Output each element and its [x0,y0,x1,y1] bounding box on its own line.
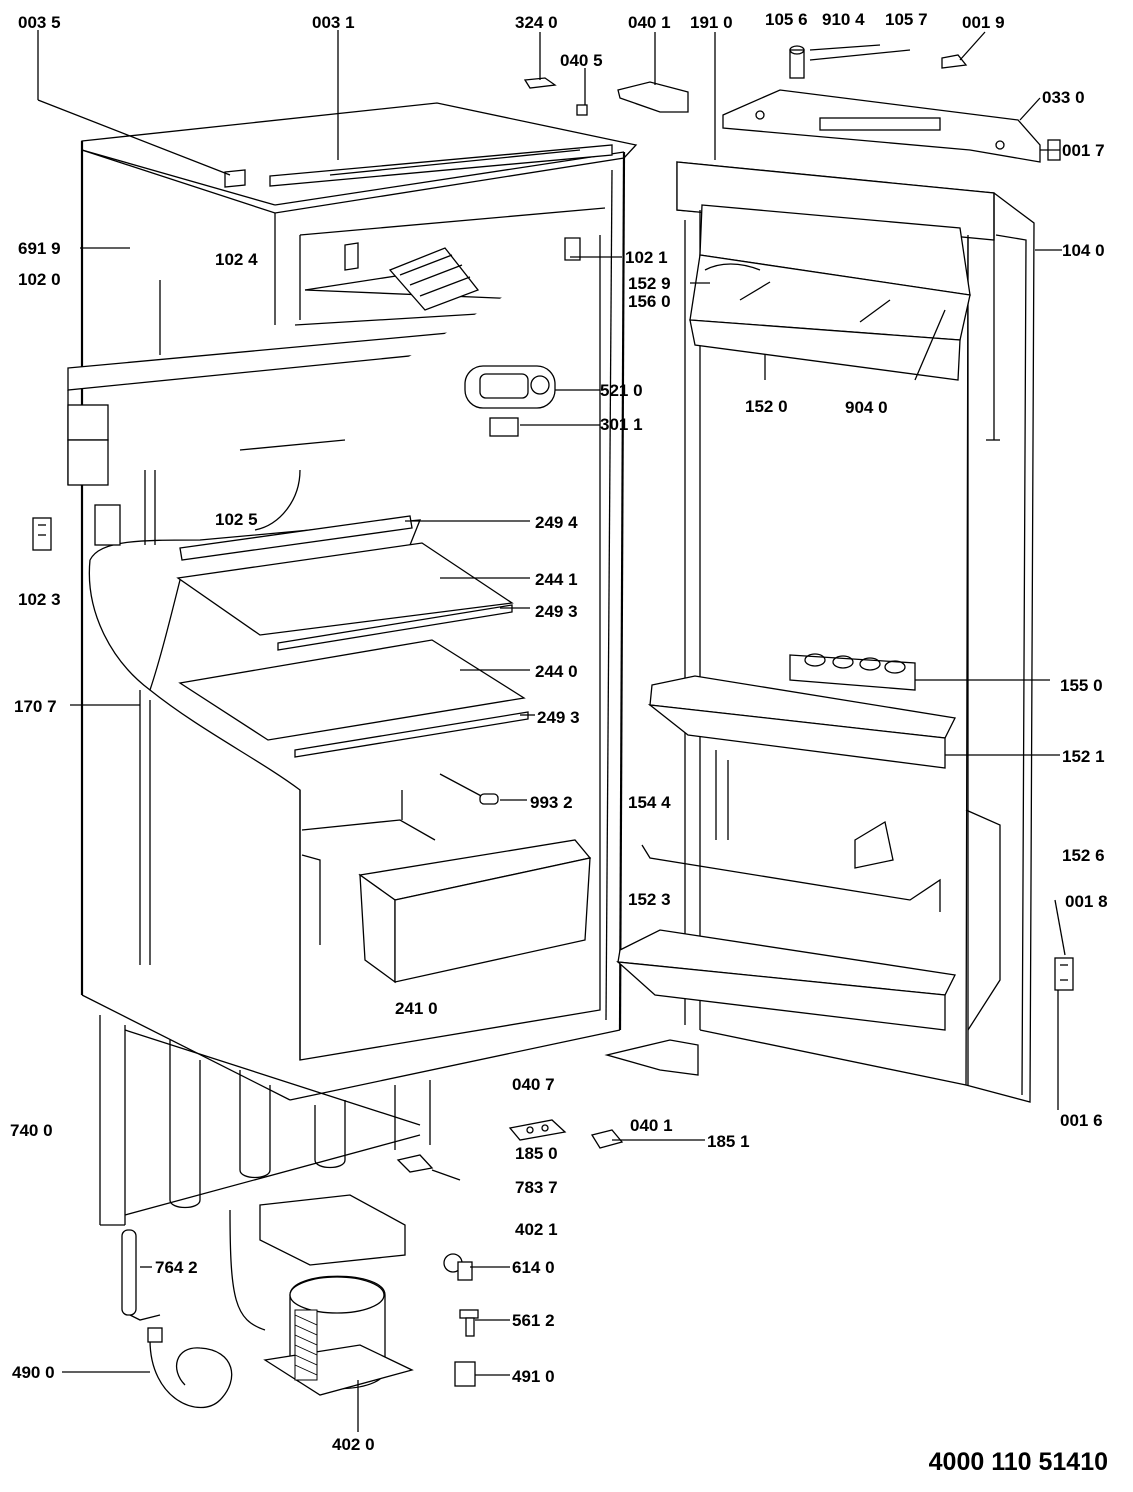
small-clip-003-5 [224,169,246,188]
sensor-993-2 [439,773,499,805]
part-label-p1020: 102 0 [18,270,61,289]
part-label-p3240: 324 0 [515,13,558,32]
relay-614-0 [443,1253,473,1281]
part-185-1 [590,1129,624,1149]
part-label-p0401a: 040 1 [628,13,671,32]
part-label-p1544: 154 4 [628,793,671,812]
part-label-p1550: 155 0 [1060,676,1103,695]
document-number: 4000 110 51410 [929,1448,1108,1476]
part-label-p1526: 152 6 [1062,846,1105,865]
part-label-p1850: 185 0 [515,1144,558,1163]
part-label-p2441: 244 1 [535,570,578,589]
part-label-p9040: 904 0 [845,398,888,417]
thermostat-control-521-0 [464,365,556,437]
part-label-p1056: 105 6 [765,10,808,29]
shelf-244-1 [176,515,514,636]
part-label-p0405: 040 5 [560,51,603,70]
part-label-p1707: 170 7 [14,697,57,716]
top-trim-003-1 [269,144,613,187]
shelf-244-0 [178,604,526,741]
part-label-p1025: 102 5 [215,510,258,529]
trim-249-3 [294,711,529,758]
part-label-p1560: 156 0 [628,292,671,311]
part-040-5 [576,104,588,116]
part-label-p7837: 783 7 [515,1178,558,1197]
cabinet-body [67,102,638,1101]
part-label-p1040: 104 0 [1062,241,1105,260]
part-label-p4020: 402 0 [332,1435,375,1454]
tube-764-2 [121,1229,161,1321]
ice-tray-102-4 [388,247,480,311]
part-label-p6140: 614 0 [512,1258,555,1277]
part-label-p1024: 102 4 [215,250,258,269]
part-label-p7642: 764 2 [155,1258,198,1277]
part-label-p1910: 191 0 [690,13,733,32]
leader-lines [37,30,1066,1432]
part-label-p9932: 993 2 [530,793,573,812]
part-label-p6919: 691 9 [18,239,61,258]
part-label-p2493b: 249 3 [537,708,580,727]
part-label-p5210: 521 0 [600,381,643,400]
part-783-7 [396,1154,461,1181]
hinge-040-1-top [617,81,689,113]
hinge-102-3 [32,517,52,551]
part-label-p1520: 152 0 [745,397,788,416]
hinge-001-8 [1054,957,1074,991]
part-label-p0330: 033 0 [1042,88,1085,107]
hinge-bracket-033-0 [722,89,1041,163]
part-label-p0018: 001 8 [1065,892,1108,911]
part-label-p1523: 152 3 [628,890,671,909]
part-label-p0401b: 040 1 [630,1116,673,1135]
part-label-p2493a: 249 3 [535,602,578,621]
door-assembly [604,161,1035,1103]
bracket-102-1 [344,237,581,271]
part-label-p4900: 490 0 [12,1363,55,1382]
part-label-p1851: 185 1 [707,1132,750,1151]
part-label-p7400: 740 0 [10,1121,53,1140]
part-label-p0407: 040 7 [512,1075,555,1094]
part-324-0 [523,77,557,89]
part-185-0 [508,1119,567,1141]
part-label-p4910: 491 0 [512,1367,555,1386]
part-label-p1529: 152 9 [628,274,671,293]
part-label-p1021: 102 1 [625,248,668,267]
part-label-p2494: 249 4 [535,513,578,532]
part-label-p0017: 001 7 [1062,141,1105,160]
part-561-2 [459,1309,479,1337]
part-label-p0016: 001 6 [1060,1111,1103,1130]
screw-105-6 [789,45,805,79]
part-label-p1521: 152 1 [1062,747,1105,766]
part-label-p3011: 301 1 [600,415,643,434]
part-label-p0031: 003 1 [312,13,355,32]
part-label-p2440: 244 0 [535,662,578,681]
part-label-p2410: 241 0 [395,999,438,1018]
part-label-p0019: 001 9 [962,13,1005,32]
part-label-p1023: 102 3 [18,590,61,609]
part-label-p4021: 402 1 [515,1220,558,1239]
condenser-740-0 [99,1015,431,1226]
crisper-drawer-241-0 [358,839,592,984]
part-491-0 [454,1361,476,1387]
part-label-p1057: 105 7 [885,10,928,29]
cap-001-9 [941,54,968,69]
power-cord-490-0 [147,1327,233,1409]
compressor-402-0 [229,1194,414,1396]
part-label-p9104: 910 4 [822,10,865,29]
part-label-p0035: 003 5 [18,13,61,32]
part-label-p5612: 561 2 [512,1311,555,1330]
